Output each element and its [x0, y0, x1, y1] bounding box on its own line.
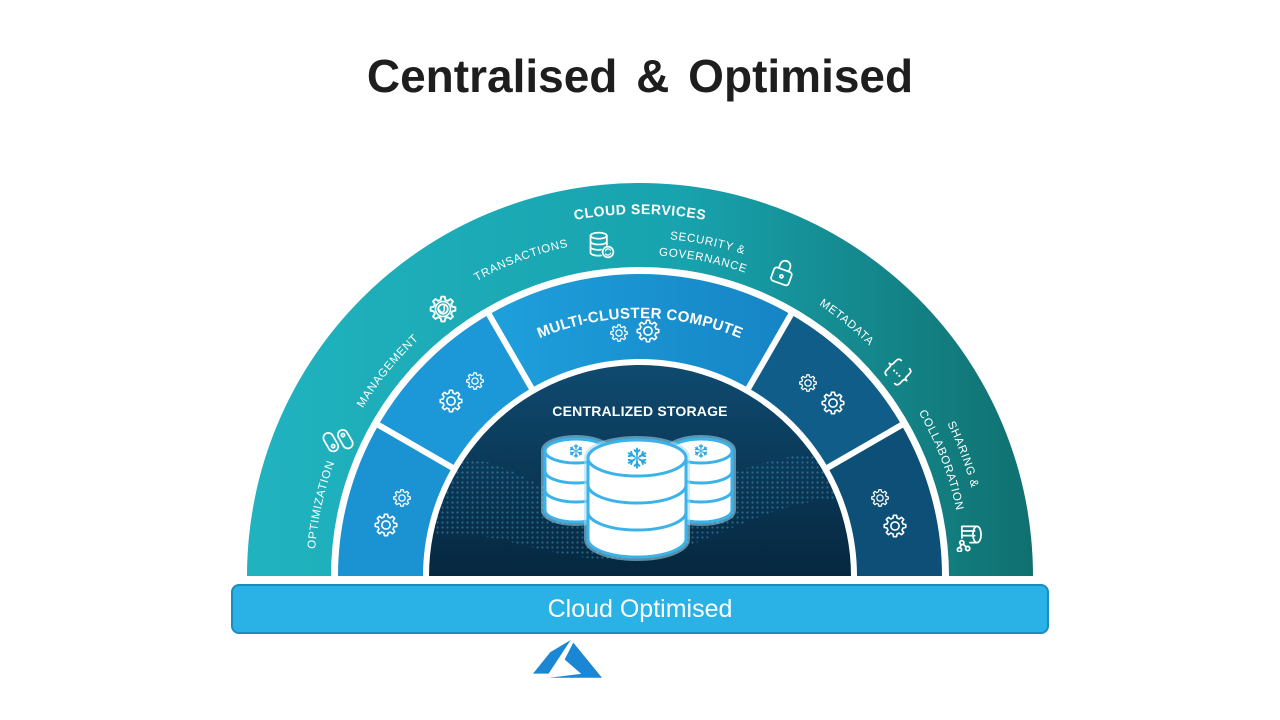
azure-logo-text: Azure: [617, 643, 746, 679]
cloud-services-label: CLOUD SERVICES: [572, 201, 707, 223]
page-title: Centralised & Optimised: [366, 50, 914, 102]
segment-divider: [743, 309, 796, 394]
cloud-optimised-label: Cloud Optimised: [547, 595, 733, 623]
database-snowflake-icon: [541, 435, 736, 561]
cloud-optimised-banner: Cloud Optimised: [231, 584, 1049, 634]
compute-segment-bottom-right: [827, 425, 942, 576]
multi-cluster-compute-ring: [338, 273, 942, 576]
segment-divider: [822, 420, 907, 473]
cloud-services-ring: [247, 183, 1033, 576]
centralized-storage-label: CENTRALIZED STORAGE: [552, 403, 727, 419]
compute-segment-upper-right: [748, 314, 902, 468]
compute-segment-bottom-left: [338, 425, 453, 576]
compute-segment-top: [489, 273, 791, 389]
database-cylinder-front: [584, 436, 690, 561]
azure-logo-icon: [533, 640, 603, 678]
segment-divider: [484, 309, 537, 394]
segment-divider: [373, 420, 458, 473]
compute-segment-upper-left: [378, 314, 532, 468]
